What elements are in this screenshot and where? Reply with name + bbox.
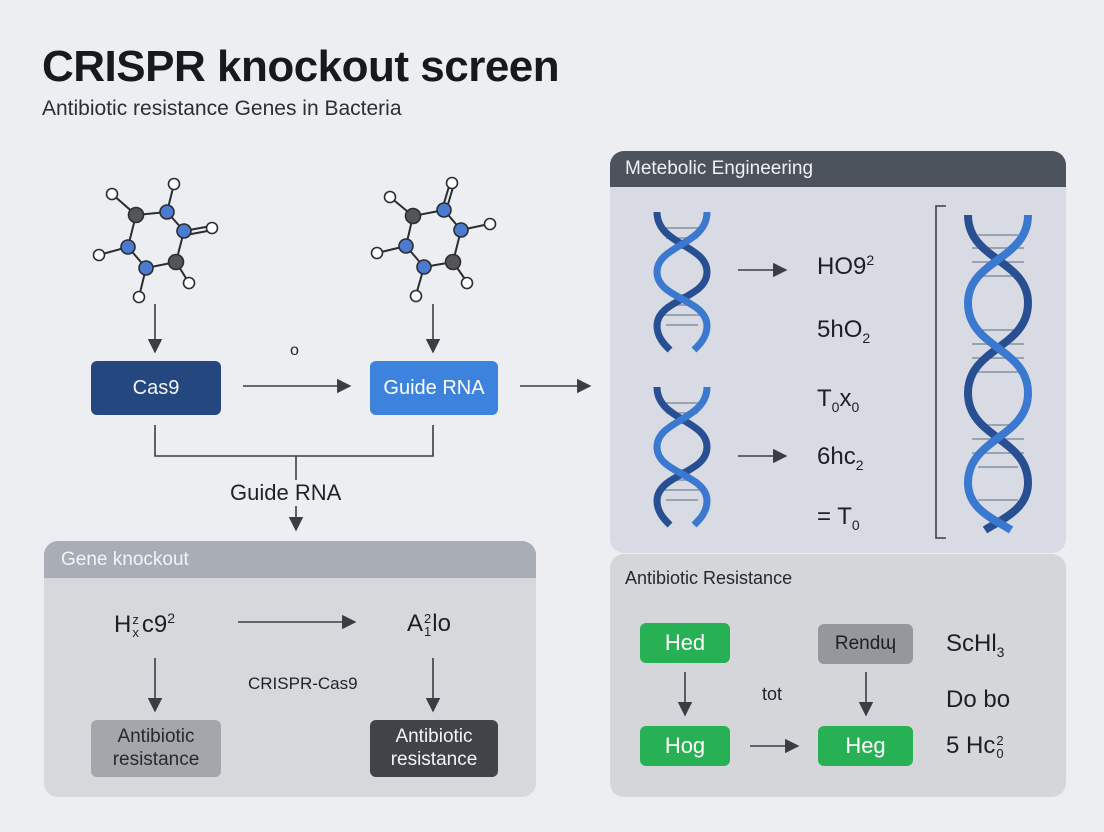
metabolic-formula-2: 5hO2 bbox=[817, 316, 871, 346]
metabolic-formula-4: 6hc2 bbox=[817, 443, 864, 473]
metabolic-formula-3: T0x0 bbox=[817, 385, 860, 415]
heg-node: Heg bbox=[818, 726, 913, 766]
dna-helix-large-icon bbox=[963, 214, 1033, 534]
metabolic-engineering-header bbox=[610, 151, 1066, 187]
guide-rna-merge-label: Guide RNA bbox=[230, 480, 342, 505]
tot-label: tot bbox=[762, 684, 783, 704]
connector-label: o bbox=[290, 342, 299, 359]
molecule-left-atoms bbox=[92, 177, 219, 304]
metabolic-connectors bbox=[738, 205, 946, 539]
antibiotic-connectors bbox=[677, 672, 874, 754]
antibiotic-resistance-node-left: Antibiotic resistance bbox=[91, 720, 221, 777]
antibiotic-resistance-title: Antibiotic Resistance bbox=[625, 568, 793, 588]
dna-helix-top-icon bbox=[653, 211, 711, 353]
metabolic-engineering-panel: Metebolic Engineering bbox=[610, 151, 1066, 553]
antibiotic-formula-1: ScHl3 bbox=[946, 630, 1005, 660]
metabolic-formula-1: HO92 bbox=[817, 252, 875, 280]
gene-knockout-connectors bbox=[147, 614, 441, 713]
gene-knockout-header bbox=[44, 541, 536, 578]
gene-knockout-title: Gene knockout bbox=[61, 549, 189, 570]
guide-rna-node: Guide RNA bbox=[370, 361, 498, 415]
antibiotic-resistance-node-right: Antibiotic resistance bbox=[370, 720, 498, 777]
metabolic-formula-5: = T0 bbox=[817, 503, 860, 533]
page-title: CRISPR knockout screen bbox=[42, 42, 560, 91]
molecule-right-atoms bbox=[370, 176, 497, 303]
page-subtitle: Antibiotic resistance Genes in Bacteria bbox=[42, 97, 402, 120]
top-flow-connectors bbox=[147, 304, 592, 532]
molecule-left-icon bbox=[98, 183, 214, 298]
crispr-cas9-label: CRISPR-Cas9 bbox=[248, 674, 358, 693]
hed-node: Hed bbox=[640, 623, 730, 663]
hog-node: Hog bbox=[640, 726, 730, 766]
dna-helix-bottom-icon bbox=[653, 386, 711, 528]
antibiotic-formula-2: Do bo bbox=[946, 686, 1011, 713]
cas9-node: Cas9 bbox=[91, 361, 221, 415]
metabolic-engineering-title: Metebolic Engineering bbox=[625, 158, 814, 179]
rend-node: Rendɰ bbox=[818, 624, 913, 664]
